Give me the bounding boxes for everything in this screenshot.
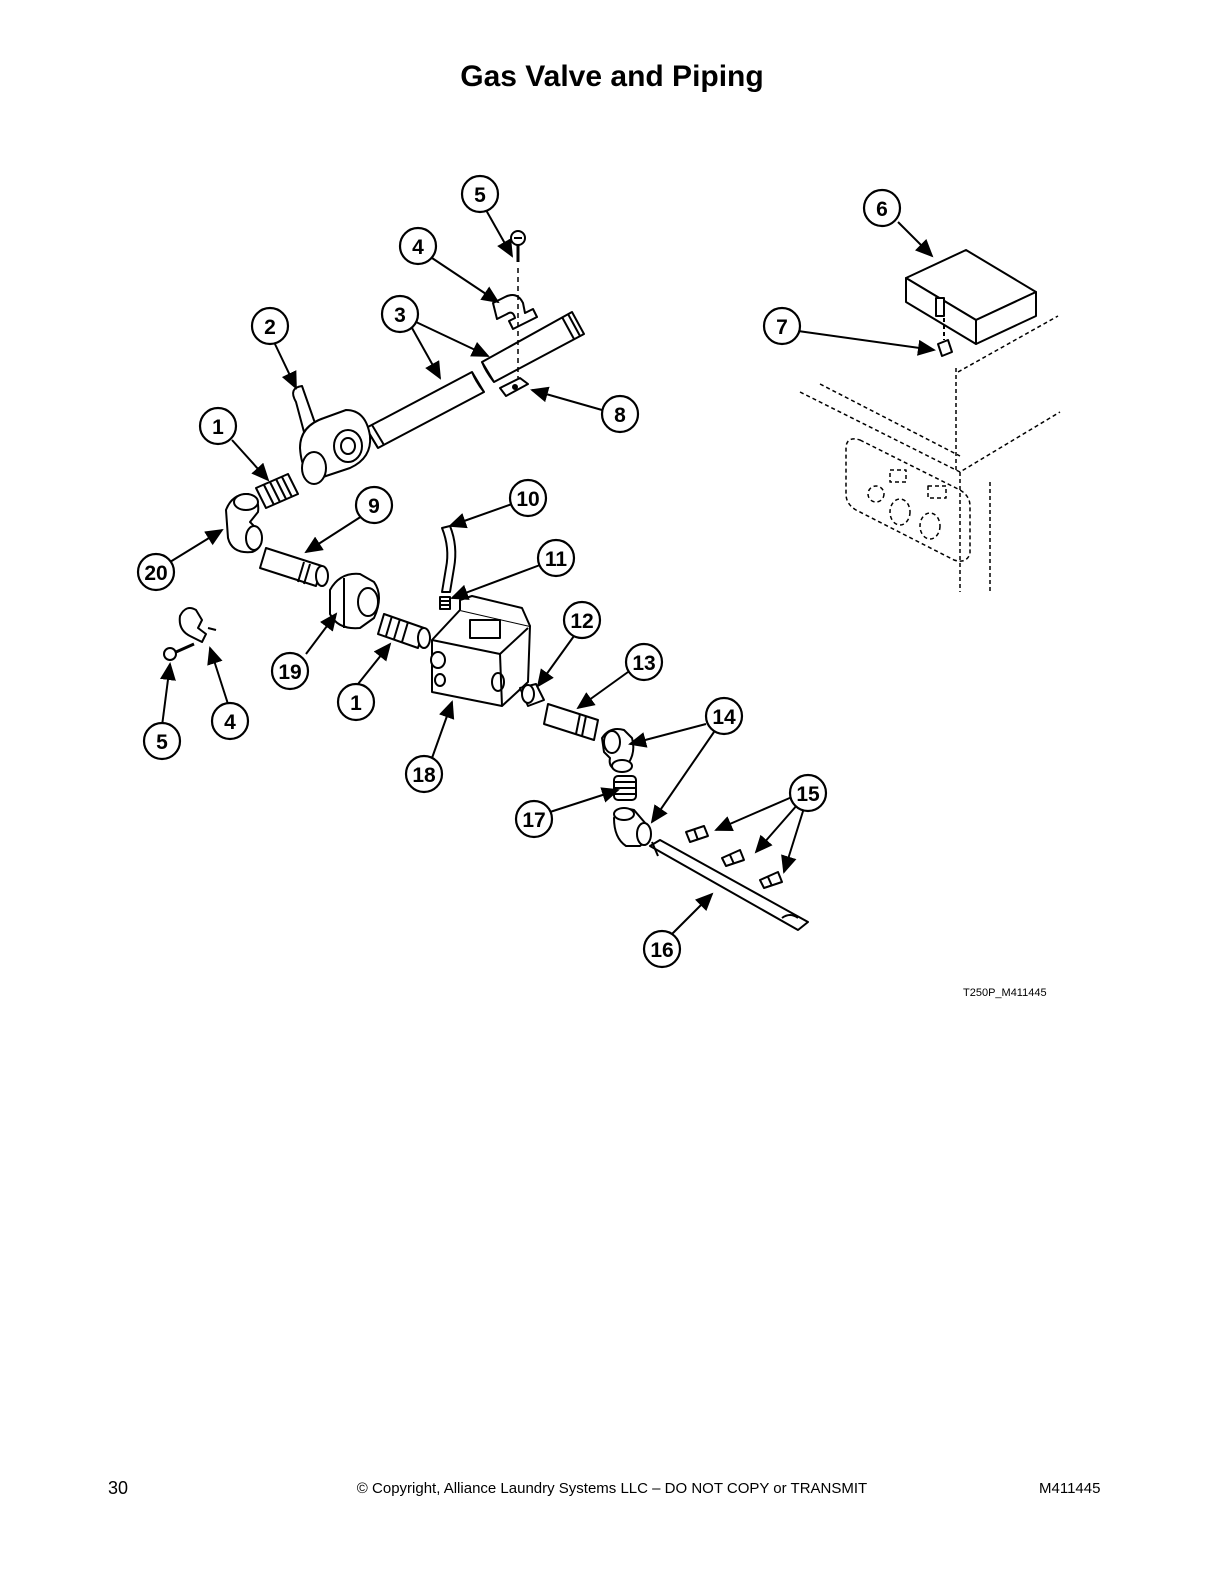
manifold-16 [649,839,809,931]
bushing-12 [519,683,545,707]
callout-12: 12 [562,600,602,640]
callout-label: 18 [412,764,436,787]
callout-10: 10 [508,478,548,518]
copyright-notice: © Copyright, Alliance Laundry Systems LL… [356,1480,868,1497]
callout-2: 2 [250,306,290,346]
callout-11: 11 [536,538,576,578]
callout-label: 19 [278,661,301,684]
nipple-9 [259,547,329,587]
callout-label: 17 [522,809,545,832]
cover-6 [905,249,1037,345]
callout-label: 7 [776,316,788,339]
callout-label: 1 [212,416,224,439]
clamp-4-upper [492,294,538,330]
document-number: M411445 [1039,1480,1101,1497]
part-drawings [163,230,1061,931]
callout-17: 17 [514,799,554,839]
gas-valve-18 [430,595,531,707]
callout-14: 14 [704,696,744,736]
callout-label: 10 [516,488,539,511]
callout-label: 4 [412,236,424,259]
callout-label: 20 [144,562,167,585]
callout-label: 3 [394,304,406,327]
callout-label: 15 [796,783,820,806]
callout-15: 15 [788,773,828,813]
pipe-3 [365,311,585,449]
callout-4-upper: 4 [398,226,438,266]
callout-20: 20 [136,552,176,592]
callout-3: 3 [380,294,420,334]
callout-label: 11 [545,548,568,571]
callout-1-lower: 1 [336,682,376,722]
screw-7 [937,318,953,357]
callout-13: 13 [624,642,664,682]
elbow-14-lower [613,807,652,847]
tube-10 [441,525,457,593]
machine-panel [799,315,1061,592]
leader-lines [160,209,936,935]
callout-label: 14 [712,706,736,729]
bracket-8 [499,377,529,397]
union-19 [329,572,380,630]
callout-8: 8 [600,394,640,434]
callout-1-upper: 1 [198,406,238,446]
nipple-13 [543,703,599,741]
callout-label: 5 [156,731,168,754]
callout-label: 13 [632,652,655,675]
callout-5-upper: 5 [460,174,500,214]
page-title: Gas Valve and Piping [460,60,764,93]
orifice-15-a [685,825,709,843]
nipple-1-lower [377,613,431,649]
callout-18: 18 [404,754,444,794]
callout-label: 12 [570,610,593,633]
screw-5-upper [510,230,526,262]
callout-4-lower: 4 [210,701,250,741]
callout-label: 16 [650,939,673,962]
callout-label: 8 [614,404,626,427]
callout-5-lower: 5 [142,721,182,761]
valve-2 [292,385,372,485]
page-number: 30 [108,1478,129,1498]
callout-9: 9 [354,485,394,525]
elbow-14-upper [601,728,635,773]
screw-5-lower [163,642,195,661]
fitting-11 [439,596,451,610]
callout-label: 1 [350,692,362,715]
callout-label: 5 [474,184,486,207]
callout-16: 16 [642,929,682,969]
elbow-20 [225,493,263,554]
callout-label: 4 [224,711,236,734]
nipple-1-upper [255,473,299,509]
nipple-17 [613,775,637,801]
callout-label: 9 [368,495,380,518]
clamp-4-lower [178,607,217,643]
callout-label: 6 [876,198,888,221]
callout-7: 7 [762,306,802,346]
figure-reference: T250P_M411445 [963,987,1047,999]
callout-label: 2 [264,316,276,339]
callouts: 5 6 4 3 2 7 8 1 10 9 20 11 12 13 19 1 14… [136,174,902,969]
orifice-15-c [759,871,783,889]
orifice-15-b [721,849,745,867]
callout-6: 6 [862,188,902,228]
callout-19: 19 [270,651,310,691]
